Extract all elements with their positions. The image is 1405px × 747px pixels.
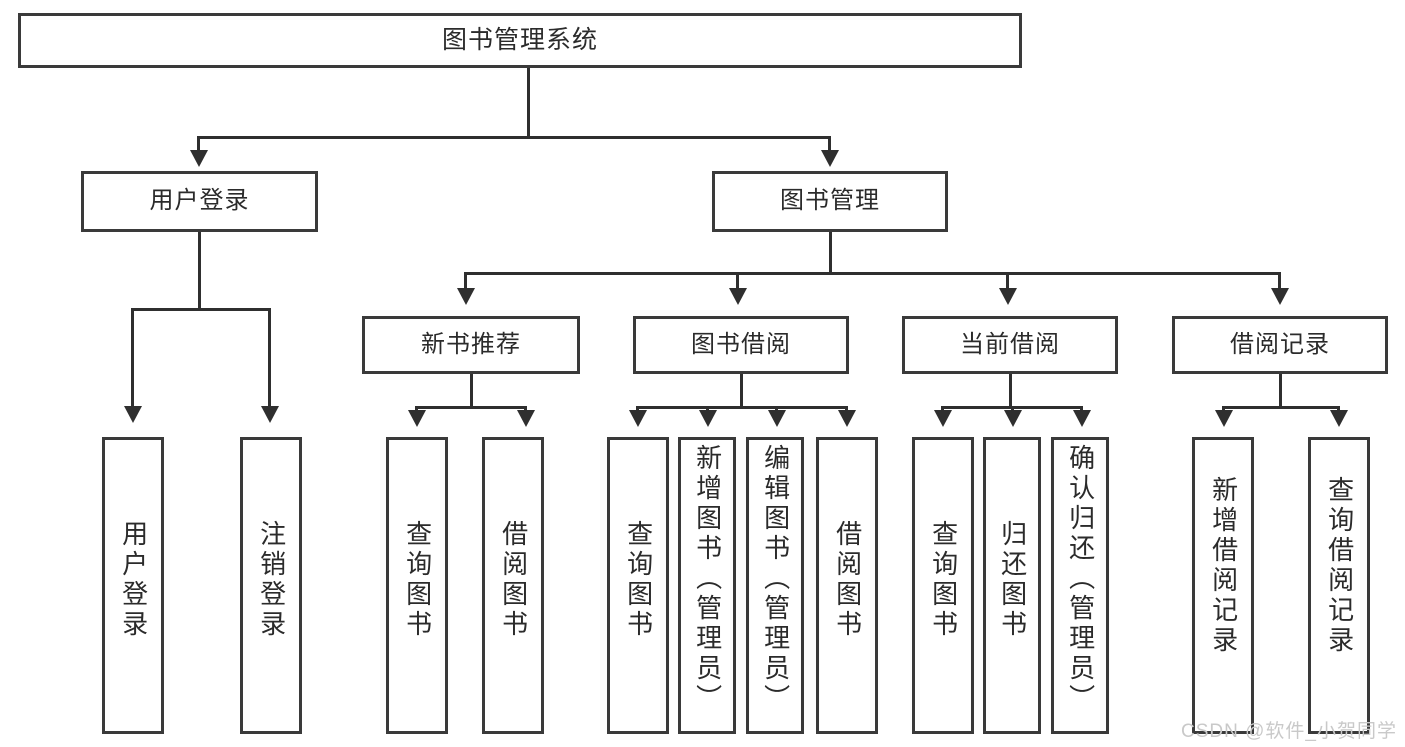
node-label: 确认归还（管理员）: [1065, 444, 1096, 714]
connector-root-bar: [197, 136, 831, 139]
arrow-to-leaf-add-book: [699, 410, 717, 427]
leaf-add-borrow-record[interactable]: 新增借阅记录: [1192, 437, 1254, 734]
leaf-add-book-admin[interactable]: 新增图书（管理员）: [678, 437, 736, 734]
csdn-watermark: CSDN @软件_小贺同学: [1181, 721, 1397, 742]
connector-book-manage-branch-2: [736, 272, 739, 290]
leaf-query-book-recommend[interactable]: 查询图书: [386, 437, 448, 734]
node-label: 当前借阅: [960, 330, 1060, 358]
arrow-to-leaf-user-login: [124, 406, 142, 423]
leaf-user-login[interactable]: 用户登录: [102, 437, 164, 734]
node-label: 借阅图书: [498, 520, 529, 640]
arrow-to-new-book-recommend: [457, 288, 475, 305]
leaf-confirm-return-admin[interactable]: 确认归还（管理员）: [1051, 437, 1109, 734]
node-label: 图书管理: [780, 187, 880, 215]
node-label: 查询借阅记录: [1324, 476, 1355, 656]
leaf-edit-book-admin[interactable]: 编辑图书（管理员）: [746, 437, 804, 734]
connector-user-login-bar: [131, 308, 270, 311]
arrow-to-leaf-query-book-1: [408, 410, 426, 427]
arrow-to-leaf-confirm-return: [1073, 410, 1091, 427]
arrow-root-to-book-manage: [821, 150, 839, 167]
connector-current-borrow-branch-1: [941, 406, 944, 412]
node-new-book-recommend[interactable]: 新书推荐: [362, 316, 580, 374]
node-book-management[interactable]: 图书管理: [712, 171, 948, 232]
node-book-borrow[interactable]: 图书借阅: [633, 316, 849, 374]
arrow-to-leaf-query-book-2: [629, 410, 647, 427]
leaf-query-book-current[interactable]: 查询图书: [912, 437, 974, 734]
connector-root-to-book-manage: [828, 136, 831, 152]
arrow-to-leaf-borrow-book-1: [517, 410, 535, 427]
arrow-to-leaf-return-book: [1004, 410, 1022, 427]
connector-new-book-stem: [470, 374, 473, 408]
connector-book-borrow-branch-3: [775, 406, 778, 412]
node-label: 查询图书: [928, 520, 959, 640]
node-label: 归还图书: [997, 520, 1028, 640]
connector-new-book-bar: [415, 406, 527, 409]
connector-book-manage-branch-3: [1006, 272, 1009, 290]
arrow-to-leaf-edit-book: [768, 410, 786, 427]
arrow-to-leaf-query-book-3: [934, 410, 952, 427]
connector-root-stem: [527, 68, 530, 138]
node-label: 新增借阅记录: [1208, 476, 1239, 656]
connector-book-borrow-branch-1: [636, 406, 639, 412]
connector-book-borrow-stem: [740, 374, 743, 408]
node-label: 编辑图书（管理员）: [760, 444, 791, 714]
node-label: 用户登录: [118, 520, 149, 640]
node-label: 新书推荐: [421, 330, 521, 358]
connector-user-login-branch-1: [131, 308, 134, 408]
leaf-logout[interactable]: 注销登录: [240, 437, 302, 734]
arrow-to-leaf-add-record: [1215, 410, 1233, 427]
node-label: 借阅记录: [1230, 330, 1330, 358]
connector-borrow-record-branch-2: [1337, 406, 1340, 412]
connector-borrow-record-branch-1: [1222, 406, 1225, 412]
connector-new-book-branch-1: [415, 406, 418, 412]
connector-borrow-record-stem: [1279, 374, 1282, 408]
connector-new-book-branch-2: [524, 406, 527, 412]
connector-current-borrow-stem: [1009, 374, 1012, 408]
connector-borrow-record-bar: [1222, 406, 1340, 409]
node-label: 新增图书（管理员）: [692, 444, 723, 714]
arrow-to-leaf-query-record: [1330, 410, 1348, 427]
arrow-to-book-borrow: [729, 288, 747, 305]
arrow-to-borrow-record: [1271, 288, 1289, 305]
connector-book-manage-stem: [829, 232, 832, 274]
node-user-login[interactable]: 用户登录: [81, 171, 318, 232]
node-label: 查询图书: [623, 520, 654, 640]
arrow-to-current-borrow: [999, 288, 1017, 305]
leaf-borrow-book[interactable]: 借阅图书: [816, 437, 878, 734]
arrow-to-leaf-borrow-book-2: [838, 410, 856, 427]
node-current-borrow[interactable]: 当前借阅: [902, 316, 1118, 374]
connector-user-login-branch-2: [268, 308, 271, 408]
node-label: 查询图书: [402, 520, 433, 640]
connector-current-borrow-branch-2: [1011, 406, 1014, 412]
connector-current-borrow-branch-3: [1080, 406, 1083, 412]
connector-book-manage-branch-4: [1278, 272, 1281, 290]
arrow-root-to-user-login: [190, 150, 208, 167]
node-borrow-record[interactable]: 借阅记录: [1172, 316, 1388, 374]
leaf-borrow-book-recommend[interactable]: 借阅图书: [482, 437, 544, 734]
node-root-system[interactable]: 图书管理系统: [18, 13, 1022, 68]
connector-book-borrow-bar: [636, 406, 848, 409]
node-label: 借阅图书: [832, 520, 863, 640]
connector-book-borrow-branch-4: [845, 406, 848, 412]
connector-user-login-stem: [198, 232, 201, 310]
arrow-to-leaf-logout: [261, 406, 279, 423]
connector-book-manage-bar: [464, 272, 1278, 275]
node-label: 图书管理系统: [441, 25, 598, 54]
leaf-return-book[interactable]: 归还图书: [983, 437, 1041, 734]
leaf-query-borrow-record[interactable]: 查询借阅记录: [1308, 437, 1370, 734]
node-label: 用户登录: [149, 187, 250, 215]
node-label: 注销登录: [256, 520, 287, 640]
connector-book-borrow-branch-2: [706, 406, 709, 412]
connector-book-manage-branch-1: [464, 272, 467, 290]
connector-root-to-user-login: [197, 136, 200, 152]
leaf-query-book-borrow[interactable]: 查询图书: [607, 437, 669, 734]
node-label: 图书借阅: [691, 330, 791, 358]
